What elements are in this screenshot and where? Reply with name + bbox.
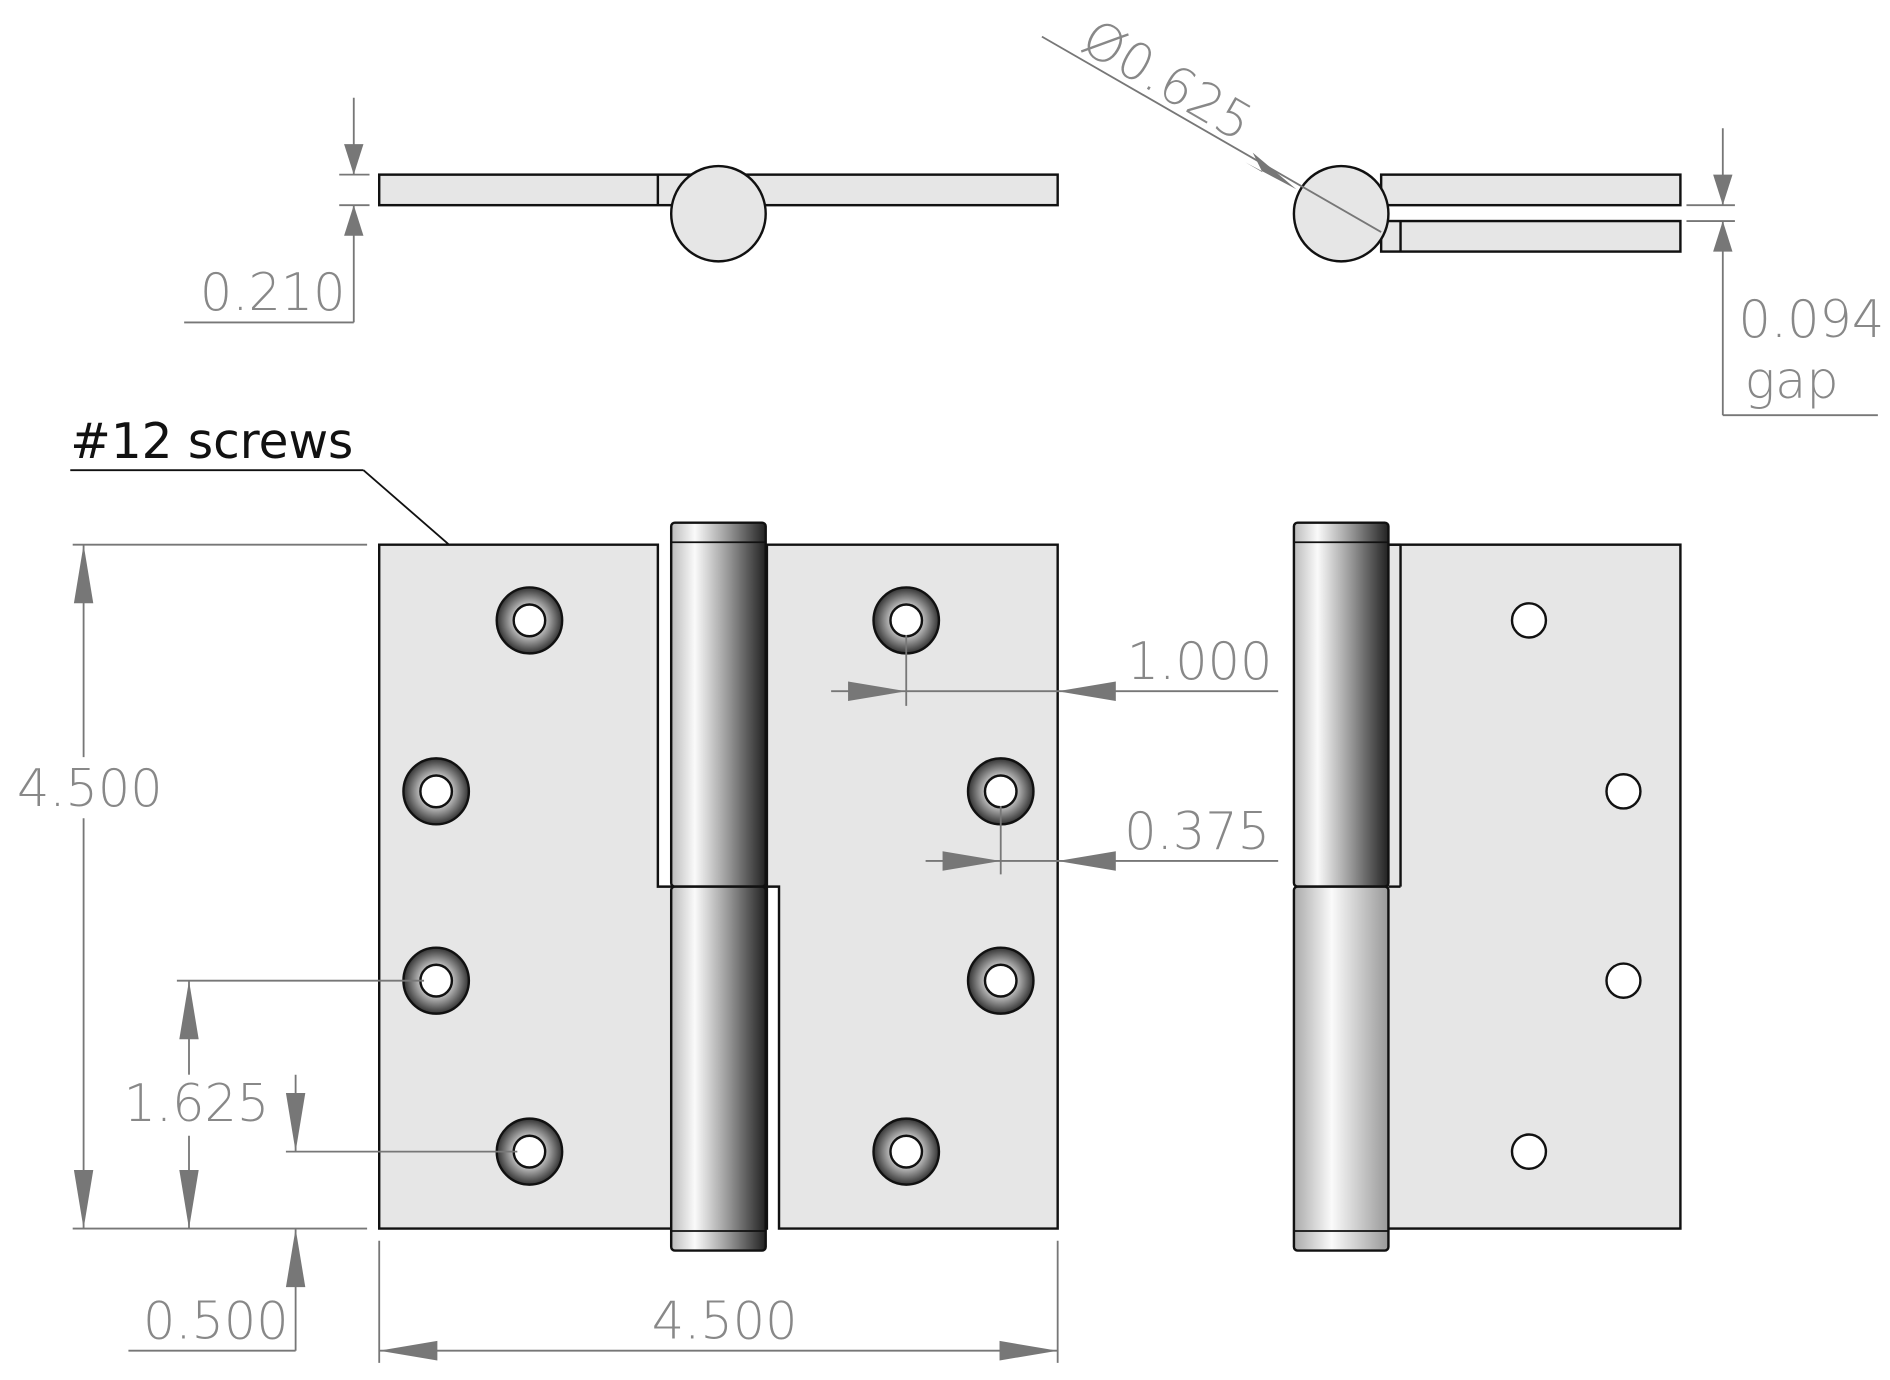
dim-width: 4.500 [378,1240,1059,1363]
screw-hole [1510,602,1548,639]
dim-gap-value: 0.094 [1739,291,1885,350]
dim-thickness: 0.210 [184,97,370,324]
dim-gap: 0.094 gap [1686,128,1885,417]
screw-hole [1605,962,1642,999]
screw-hole [872,1117,941,1186]
dim-height: 4.500 [17,543,368,1230]
front-view [378,521,1059,1252]
top-view-open [377,164,1059,263]
dim-edge-mid: 0.375 [925,803,1279,875]
dim-hole-spacing-label: 1.625 [124,1075,270,1134]
screw-hole [1510,1133,1548,1170]
screw-hole [1605,773,1642,810]
back-view [1292,521,1682,1252]
dim-bottom-offset: 0.500 [128,1228,306,1352]
dim-hole-spacing: 1.625 [124,979,518,1229]
dim-edge-top: 1.000 [831,633,1279,706]
callout-label: #12 screws [70,414,353,470]
dim-edge-mid-label: 0.375 [1124,803,1270,862]
screw-hole [402,757,471,826]
screw-hole [495,586,564,655]
screw-holes [402,586,1035,1186]
dim-edge-top-label: 1.000 [1127,633,1273,692]
dim-diameter-label: Ø0.625 [1072,9,1262,154]
dim-height-label: 4.500 [17,760,163,819]
dim-gap-label: gap [1745,352,1839,411]
screw-hole [966,946,1035,1015]
dim-thickness-label: 0.210 [200,264,346,323]
dim-width-label: 4.500 [652,1292,798,1351]
screw-hole [495,1117,564,1186]
dim-bottom-offset-label: 0.500 [143,1292,289,1351]
top-view-closed [1292,164,1682,263]
